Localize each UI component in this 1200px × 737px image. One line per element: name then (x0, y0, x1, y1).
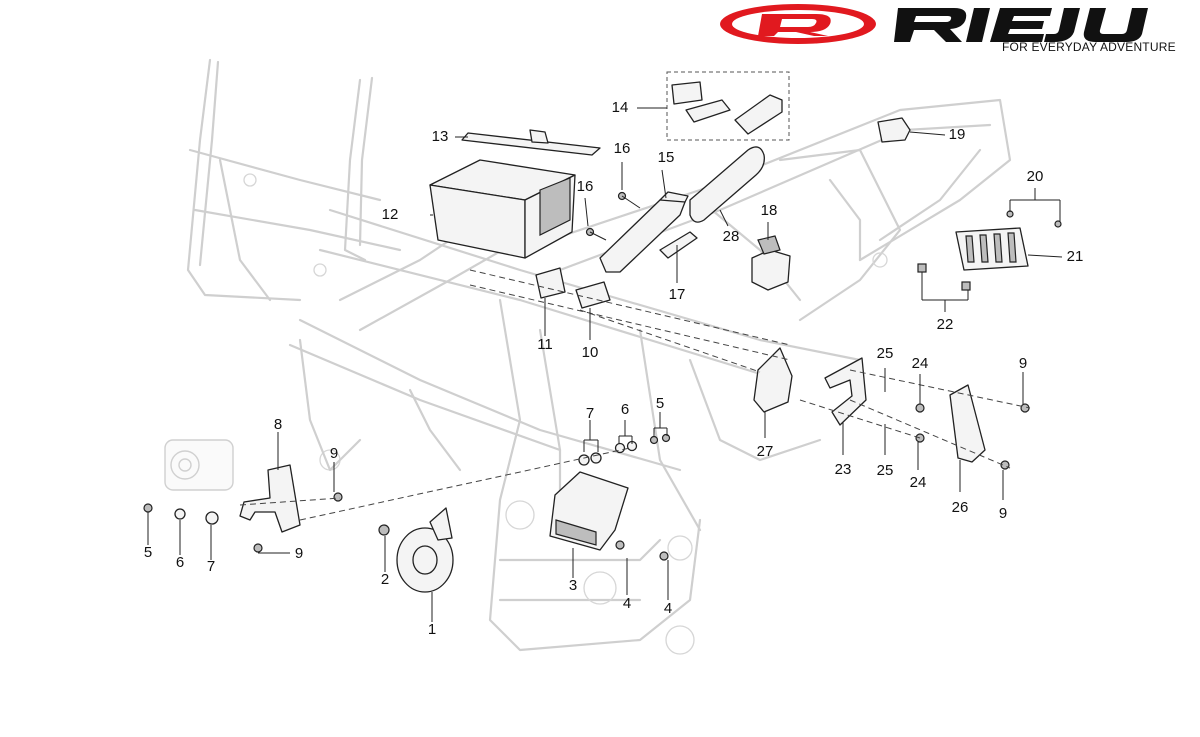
callout-21: 21 (1067, 248, 1084, 265)
callout-26: 26 (952, 499, 969, 516)
callout-9: 9 (330, 445, 338, 462)
callout-14: 14 (612, 99, 629, 116)
part-ecu (549, 471, 629, 551)
callout-6: 6 (621, 401, 629, 418)
callout-9: 9 (999, 505, 1007, 522)
abs-unit-ghost (164, 439, 234, 491)
assembly-lines (239, 269, 1031, 521)
callout-10: 10 (582, 344, 599, 361)
part-pad-kit (666, 71, 790, 141)
part-relay (751, 235, 791, 291)
callout-20: 20 (1027, 168, 1044, 185)
callout-19: 19 (949, 126, 966, 143)
callout-1: 1 (428, 621, 436, 638)
leader-lines (147, 107, 1063, 622)
callout-25: 25 (877, 462, 894, 479)
callout-17: 17 (669, 286, 686, 303)
part-side-cover (689, 146, 765, 223)
part-regulator (753, 347, 793, 413)
callout-labels: 1 2 3 4 4 5 5 6 6 7 7 8 9 9 9 9 10 11 12… (144, 99, 1084, 638)
rieju-logo (720, 4, 1148, 44)
callout-24: 24 (910, 474, 927, 491)
callout-4: 4 (623, 595, 631, 612)
callout-16: 16 (614, 140, 631, 157)
callout-11: 11 (537, 336, 553, 353)
callout-5: 5 (144, 544, 152, 561)
callout-22: 22 (937, 316, 954, 333)
part-battery (429, 159, 576, 259)
callout-15: 15 (658, 149, 675, 166)
part-tray (599, 191, 689, 273)
callout-2: 2 (381, 571, 389, 588)
part-sensor (877, 117, 911, 143)
callout-5: 5 (656, 395, 664, 412)
part-bracket-23 (824, 357, 867, 426)
part-screw-16 (585, 191, 641, 241)
callout-4: 4 (664, 600, 672, 617)
part-relay-small (535, 267, 611, 309)
callout-16: 16 (577, 178, 594, 195)
part-ecu-bracket (949, 384, 986, 463)
callout-7: 7 (586, 405, 594, 422)
brand-tagline: FOR EVERYDAY ADVENTURE (1002, 40, 1176, 54)
part-horn (396, 507, 454, 593)
callout-18: 18 (761, 202, 778, 219)
part-horn-bracket (239, 464, 301, 533)
callout-13: 13 (432, 128, 449, 145)
part-battery-strap (461, 129, 601, 156)
callout-12: 12 (382, 206, 399, 223)
callout-9: 9 (1019, 355, 1027, 372)
callout-8: 8 (274, 416, 282, 433)
callout-9: 9 (295, 545, 303, 562)
callout-7: 7 (207, 558, 215, 575)
callout-6: 6 (176, 554, 184, 571)
callout-28: 28 (723, 228, 740, 245)
callout-23: 23 (835, 461, 852, 478)
callout-27: 27 (757, 443, 774, 460)
part-clip (659, 231, 698, 259)
callout-25: 25 (877, 345, 894, 362)
part-fuse-box (917, 210, 1062, 291)
callout-24: 24 (912, 355, 929, 372)
callout-3: 3 (569, 577, 577, 594)
